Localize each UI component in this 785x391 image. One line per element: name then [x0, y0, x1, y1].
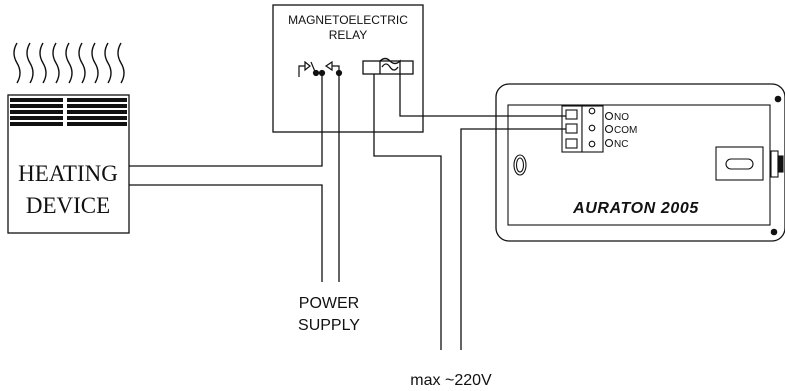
auraton-thermostat: NO COM NC AURATON 2005 [495, 83, 785, 242]
wire-coil-to-mains [373, 74, 442, 350]
terminal-no-label: NO [614, 112, 629, 123]
relay-coil-icon [362, 57, 414, 75]
heating-device-label-line1: HEATING [18, 161, 118, 186]
heater-grille-icon [10, 98, 127, 126]
wire-heater-to-power [129, 184, 323, 282]
power-supply-label-line2: SUPPLY [298, 317, 360, 334]
wiring [129, 73, 566, 350]
relay-label-line1: MAGNETOELECTRIC [288, 13, 408, 27]
heat-waves-icon [13, 42, 125, 84]
terminal-com-label: COM [614, 125, 637, 136]
terminal-no-icon [565, 109, 578, 120]
relay-label-line2: RELAY [329, 28, 367, 42]
wire-coil-to-terminal-no [399, 74, 566, 117]
heating-device: HEATING DEVICE [7, 94, 130, 234]
keyhole-mount-icon [715, 146, 764, 181]
side-clip-icon [770, 150, 784, 178]
heating-device-label-line2: DEVICE [26, 193, 110, 218]
relay-contacts-icon [298, 60, 343, 77]
terminal-nc-label: NC [614, 139, 628, 150]
voltage-note-label: max ~220V [410, 372, 492, 389]
thermostat-case [495, 83, 785, 242]
terminal-com-icon [565, 123, 578, 134]
terminal-com-led-icon [604, 124, 614, 134]
terminal-no-led-icon [604, 111, 614, 121]
thermostat-brand-label: AURATON 2005 [572, 200, 699, 217]
terminal-nc-icon [565, 138, 578, 149]
terminal-nc-led-icon [604, 138, 614, 148]
wire-terminal-com-to-mains [460, 128, 566, 350]
relay-housing [272, 4, 424, 133]
magnetoelectric-relay: MAGNETOELECTRIC RELAY [272, 4, 424, 133]
screw-top-icon [774, 95, 782, 103]
oval-indicator-icon [513, 154, 527, 176]
wire-heater-to-relay-contact [129, 73, 323, 167]
power-supply-label-line1: POWER [299, 295, 359, 312]
thermostat-inner-panel [507, 104, 771, 226]
screw-bottom-icon [770, 228, 778, 236]
